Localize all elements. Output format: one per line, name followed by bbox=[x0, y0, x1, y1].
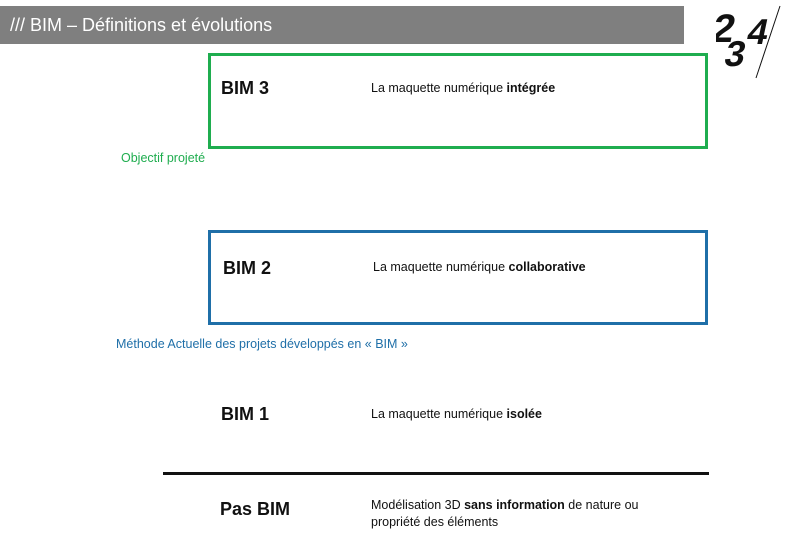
bim2-description: La maquette numérique collaborative bbox=[373, 260, 586, 274]
bim2-box bbox=[208, 230, 708, 325]
bim2-title: BIM 2 bbox=[223, 258, 272, 278]
svg-text:4: 4 bbox=[744, 11, 773, 52]
bim1-description: La maquette numérique isolée bbox=[371, 407, 542, 421]
divider-line bbox=[163, 472, 709, 475]
bim3-box bbox=[208, 53, 708, 149]
pas-bim-title: Pas BIM bbox=[220, 499, 291, 519]
bim1-title: BIM 1 bbox=[221, 404, 270, 424]
bim3-description: La maquette numérique intégrée bbox=[371, 81, 556, 95]
objectif-note: Objectif projeté bbox=[121, 151, 206, 165]
methode-note: Méthode Actuelle des projets développés … bbox=[116, 337, 408, 351]
company-logo: 2 3 4 bbox=[716, 5, 781, 79]
bim3-title: BIM 3 bbox=[221, 78, 270, 98]
pas-bim-description: Modélisation 3D sans information de natu… bbox=[371, 498, 639, 529]
page-title: /// BIM – Définitions et évolutions bbox=[0, 6, 684, 44]
